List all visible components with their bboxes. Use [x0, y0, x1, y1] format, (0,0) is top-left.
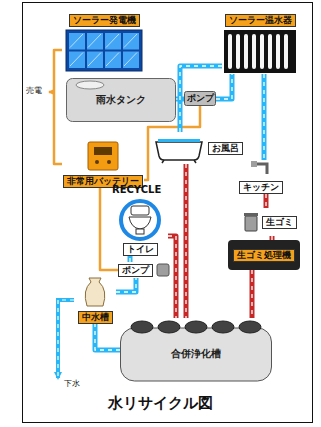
- sewer-pipe: [58, 300, 74, 378]
- node-label: 生ゴミ: [262, 216, 297, 229]
- pump: ポンプ: [118, 262, 170, 278]
- water-pipe: [95, 324, 120, 350]
- connector-line: [100, 188, 118, 270]
- node-label: お風呂: [208, 142, 243, 155]
- recycle-label: RECYCLE: [112, 184, 161, 196]
- node-label: ポンプ: [118, 264, 153, 277]
- connector-line: [264, 194, 269, 208]
- connector-line: [216, 74, 232, 99]
- connector-dash: [216, 74, 232, 99]
- node-label: ソーラー温水器: [225, 14, 296, 27]
- node-label: ポンプ: [187, 93, 214, 104]
- node-label: 合併浄化槽: [171, 348, 221, 360]
- garbage-bin: 生ゴミ: [244, 208, 297, 236]
- battery: 非常用バッテリー: [62, 140, 144, 188]
- waste-pipe: [168, 236, 176, 318]
- grey-water-tank: 中水槽: [74, 276, 116, 324]
- sell-label: 売電: [26, 86, 42, 96]
- connector-dash: [271, 236, 272, 240]
- bath: お風呂: [154, 132, 243, 164]
- water-pipe: [216, 74, 232, 99]
- node-label: キッチン: [239, 181, 283, 194]
- frame: [23, 3, 313, 423]
- node-label: 雨水タンク: [96, 94, 146, 106]
- solar-heater: ソーラー温水器: [222, 14, 298, 74]
- connector-line: [262, 74, 267, 160]
- connector-line: [128, 256, 133, 262]
- diagram-title: 水リサイクル図: [0, 394, 321, 413]
- rain-tank: 雨水タンク: [66, 78, 176, 122]
- connector-line: [250, 270, 255, 318]
- connector-line: [54, 50, 62, 164]
- connector-dash: [180, 66, 222, 132]
- water-pipe: [116, 278, 136, 292]
- kitchen: キッチン: [238, 160, 284, 194]
- node-label: 生ゴミ処理機: [233, 249, 295, 262]
- connector-line: [168, 236, 176, 318]
- connector-dash: [168, 236, 176, 318]
- sewer-label: 下水: [64, 379, 80, 389]
- connector-dash: [185, 164, 186, 318]
- node-label: トイレ: [123, 243, 158, 256]
- connector-line: [184, 164, 189, 318]
- water-pipe: [264, 74, 265, 160]
- sewer-pipe-dash: [58, 300, 74, 376]
- power-line: [100, 188, 118, 270]
- connector-dash: [251, 270, 252, 318]
- septic-tank: 合併浄化槽: [120, 318, 272, 382]
- waste-pipe: [266, 194, 267, 208]
- connector-dash: [129, 256, 130, 262]
- toilet: トイレ: [112, 198, 168, 256]
- connector-dash: [263, 74, 264, 160]
- connector-dash: [265, 194, 266, 208]
- garbage-processor: 生ゴミ処理機: [228, 240, 300, 270]
- water-pipe: [130, 256, 131, 262]
- connector-dash: [116, 278, 136, 292]
- connector-line: [270, 236, 275, 240]
- waste-pipe: [252, 270, 253, 318]
- node-label: ソーラー発電機: [69, 14, 140, 27]
- waste-pipe: [186, 164, 187, 318]
- water-pipe: [180, 66, 222, 132]
- connector-line: [180, 66, 222, 132]
- solar-panel: ソーラー発電機: [62, 14, 146, 72]
- connector-line: [116, 278, 136, 292]
- connector-line: [95, 324, 120, 350]
- waste-pipe: [272, 236, 273, 240]
- connector-dash: [95, 324, 120, 350]
- node-label: 中水槽: [78, 311, 113, 324]
- pump-box: ポンプ: [184, 91, 216, 106]
- power-line: [54, 50, 62, 164]
